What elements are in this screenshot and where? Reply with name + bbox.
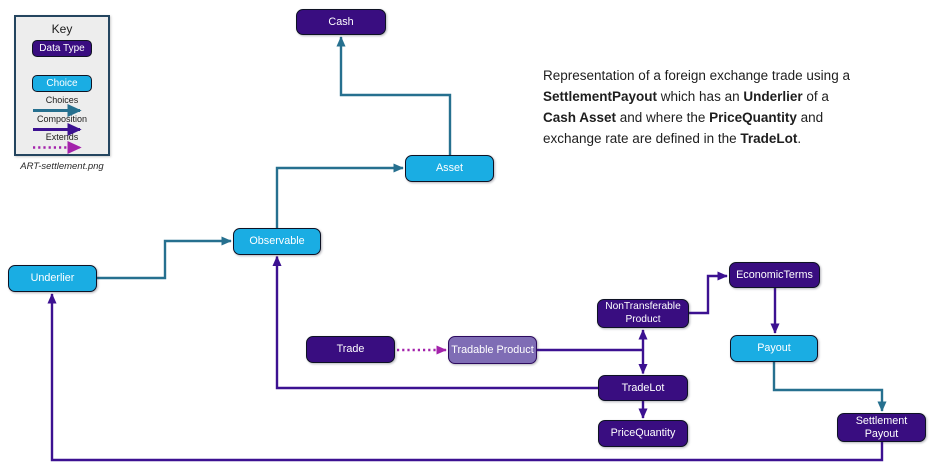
description-line: exchange rate are defined in the TradeLo… xyxy=(543,131,802,146)
node-observable: Observable xyxy=(233,228,321,255)
legend-panel: Key Data Type Choice Choices Composition… xyxy=(14,15,110,156)
node-cash: Cash xyxy=(296,9,386,35)
description-line: SettlementPayout which has an Underlier … xyxy=(543,89,829,104)
node-pricequantity: PriceQuantity xyxy=(598,420,688,447)
legend-extends-label: Extends xyxy=(45,132,79,142)
edge-nontransferableproduct-to-economicterms xyxy=(689,271,728,315)
edge-tradelot-to-observable xyxy=(272,255,598,390)
choices-arrow-icon xyxy=(33,104,82,117)
edge-settlementpayout-to-underlier xyxy=(47,293,884,462)
node-tradelot: TradeLot xyxy=(598,375,688,401)
legend-choices-label: Choices xyxy=(45,95,79,105)
description-line: Cash Asset and where the PriceQuantity a… xyxy=(543,110,824,125)
edge-underlier-to-observable xyxy=(97,236,232,280)
legend-title: Key xyxy=(51,22,73,36)
node-settlement-payout: Settlement Payout xyxy=(837,413,926,442)
edge-asset-to-cash xyxy=(336,36,452,155)
node-nontransferable-product: NonTransferable Product xyxy=(597,299,689,328)
description-line: Representation of a foreign exchange tra… xyxy=(543,68,850,83)
legend-choice-swatch: Choice xyxy=(32,75,92,92)
extends-arrow-icon xyxy=(33,141,82,154)
edge-payout-to-settlement-payout xyxy=(772,362,887,412)
image-filename-caption: ART-settlement.png xyxy=(20,161,104,172)
edge-observable-to-asset xyxy=(275,163,404,228)
node-underlier: Underlier xyxy=(8,265,97,292)
node-economicterms: EconomicTerms xyxy=(729,262,820,288)
composition-arrow-icon xyxy=(33,123,82,136)
legend-data-type-swatch: Data Type xyxy=(32,40,92,57)
node-asset: Asset xyxy=(405,155,494,182)
node-payout: Payout xyxy=(730,335,818,362)
node-tradable-product: Tradable Product xyxy=(448,336,537,364)
description-text: Representation of a foreign exchange tra… xyxy=(543,65,895,149)
legend-composition-label: Composition xyxy=(36,114,88,124)
node-trade: Trade xyxy=(306,336,395,363)
